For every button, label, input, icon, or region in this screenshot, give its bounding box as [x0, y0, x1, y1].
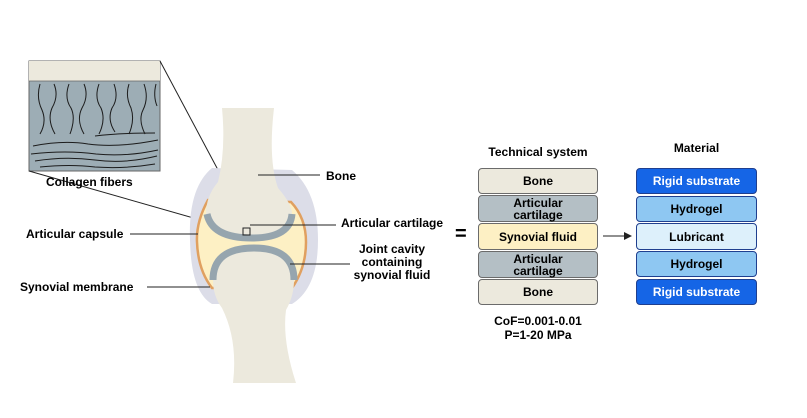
arrow-right-icon: [603, 232, 632, 240]
equals-sign: =: [455, 223, 467, 245]
articular-capsule-label: Articular capsule: [26, 227, 124, 241]
mat-layer-lubricant: Lubricant: [636, 223, 757, 250]
material-title: Material: [673, 141, 720, 155]
synovial-membrane-label: Synovial membrane: [20, 280, 134, 294]
mat-layer-rigid-substrate-top: Rigid substrate: [636, 168, 757, 194]
lower-bone: [213, 248, 296, 383]
mat-layer-rigid-substrate-bottom: Rigid substrate: [636, 279, 757, 305]
zoom-marker: [242, 227, 251, 236]
tech-layer-cartilage-bottom: Articular cartilage: [478, 251, 598, 278]
articular-cartilage-label: Articular cartilage: [341, 216, 444, 230]
tech-layer-synovial-fluid: Synovial fluid: [478, 223, 598, 250]
tech-layer-bone-top: Bone: [478, 168, 598, 194]
upper-bone: [206, 108, 292, 238]
joint-cavity-label: Joint cavity containing synovial fluid: [353, 242, 431, 282]
pressure-label: P=1-20 MPa: [504, 328, 572, 342]
technical-system-title: Technical system: [488, 145, 588, 159]
mat-layer-hydrogel-top: Hydrogel: [636, 196, 757, 222]
collagen-fibers: [30, 83, 159, 169]
tech-layer-bone-bottom: Bone: [478, 279, 598, 305]
tech-layer-cartilage-top: Articular cartilage: [478, 195, 598, 222]
mat-layer-hydrogel-bottom: Hydrogel: [636, 251, 757, 277]
collagen-fibers-label: Collagen fibers: [46, 175, 133, 189]
upper-cartilage: [203, 212, 296, 242]
bone-label: Bone: [326, 169, 356, 183]
leader-lines: [130, 174, 350, 288]
cof-label: CoF=0.001-0.01: [494, 314, 582, 328]
